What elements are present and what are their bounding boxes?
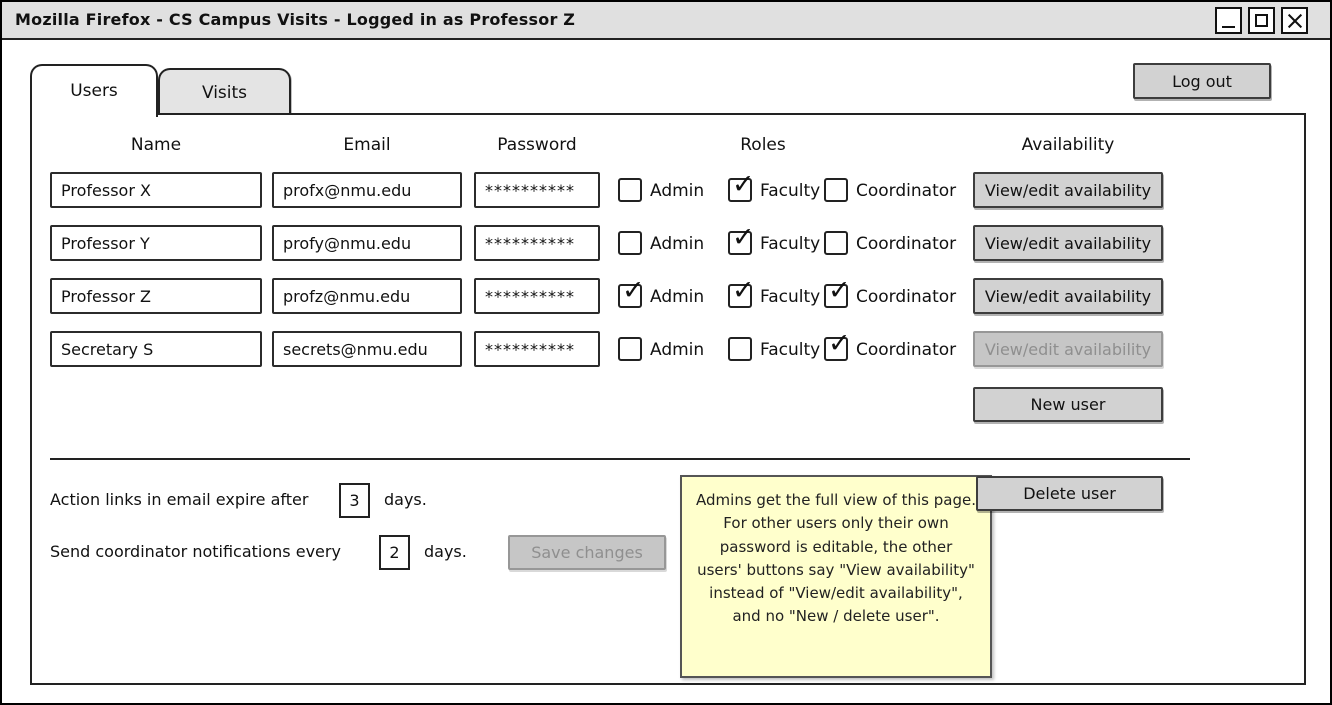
coordinator-checkbox[interactable]: ✓ — [824, 330, 851, 361]
availability-button: View/edit availability — [973, 331, 1163, 367]
column-header-password: Password — [497, 135, 577, 155]
faculty-label: Faculty — [760, 287, 821, 307]
column-header-name: Name — [130, 135, 182, 155]
faculty-checkbox[interactable] — [728, 337, 752, 361]
expire-label: Action links in email expire after — [50, 490, 309, 509]
table-row: Admin ✓ Faculty Coordinator View/edit av… — [2, 224, 1330, 265]
expire-days-suffix: days. — [384, 490, 427, 509]
table-row: Admin Faculty ✓ Coordinator View/edit av… — [2, 330, 1330, 371]
coordinator-checkbox[interactable]: ✓ — [824, 277, 851, 308]
section-divider — [50, 458, 1190, 460]
name-input[interactable] — [50, 331, 262, 367]
notify-days-suffix: days. — [424, 542, 467, 561]
close-button[interactable] — [1281, 7, 1308, 34]
delete-user-button[interactable]: Delete user — [976, 476, 1163, 511]
annotation-note: Admins get the full view of this page. F… — [680, 475, 992, 678]
maximize-icon — [1255, 14, 1268, 27]
email-input[interactable] — [272, 225, 462, 261]
availability-button[interactable]: View/edit availability — [973, 278, 1163, 314]
check-icon: ✓ — [622, 275, 645, 306]
faculty-label: Faculty — [760, 234, 821, 254]
admin-label: Admin — [650, 234, 705, 254]
name-input[interactable] — [50, 172, 262, 208]
table-row: Admin ✓ Faculty Coordinator View/edit av… — [2, 171, 1330, 212]
password-input[interactable] — [474, 278, 600, 314]
email-input[interactable] — [272, 172, 462, 208]
window-title: Mozilla Firefox - CS Campus Visits - Log… — [15, 10, 576, 29]
password-input[interactable] — [474, 172, 600, 208]
check-icon: ✓ — [732, 222, 755, 253]
expire-days-input[interactable] — [339, 483, 370, 518]
faculty-checkbox[interactable]: ✓ — [728, 277, 755, 308]
table-row: ✓ Admin ✓ Faculty ✓ Coordinator View/edi… — [2, 277, 1330, 318]
column-header-roles: Roles — [740, 135, 786, 155]
password-input[interactable] — [474, 331, 600, 367]
faculty-checkbox[interactable]: ✓ — [728, 224, 755, 255]
minimize-button[interactable] — [1215, 7, 1242, 34]
logout-button[interactable]: Log out — [1133, 63, 1271, 99]
faculty-label: Faculty — [760, 181, 821, 201]
availability-button[interactable]: View/edit availability — [973, 172, 1163, 208]
admin-label: Admin — [650, 287, 705, 307]
password-input[interactable] — [474, 225, 600, 261]
admin-label: Admin — [650, 340, 705, 360]
new-user-button[interactable]: New user — [973, 387, 1163, 422]
faculty-label: Faculty — [760, 340, 821, 360]
faculty-checkbox[interactable]: ✓ — [728, 171, 755, 202]
admin-checkbox[interactable] — [618, 337, 642, 361]
column-header-availability: Availability — [1021, 135, 1115, 155]
minimize-icon — [1222, 26, 1235, 28]
tab-visits[interactable]: Visits — [158, 68, 291, 115]
admin-label: Admin — [650, 181, 705, 201]
notify-label: Send coordinator notifications every — [50, 542, 341, 561]
tab-users[interactable]: Users — [30, 64, 158, 117]
name-input[interactable] — [50, 225, 262, 261]
column-header-email: Email — [343, 135, 391, 155]
check-icon: ✓ — [828, 275, 851, 306]
coordinator-checkbox[interactable] — [824, 231, 848, 255]
admin-checkbox[interactable] — [618, 178, 642, 202]
maximize-button[interactable] — [1248, 7, 1275, 34]
coordinator-label: Coordinator — [856, 234, 957, 254]
notify-setting-row: Send coordinator notifications every day… — [2, 535, 1330, 570]
check-icon: ✓ — [732, 169, 755, 200]
email-input[interactable] — [272, 331, 462, 367]
coordinator-checkbox[interactable] — [824, 178, 848, 202]
admin-checkbox[interactable] — [618, 231, 642, 255]
email-input[interactable] — [272, 278, 462, 314]
expire-setting-row: Action links in email expire after days. — [2, 483, 1330, 518]
check-icon: ✓ — [828, 328, 851, 359]
coordinator-label: Coordinator — [856, 287, 957, 307]
save-changes-button: Save changes — [508, 535, 666, 570]
notify-days-input[interactable] — [379, 535, 410, 570]
coordinator-label: Coordinator — [856, 340, 957, 360]
availability-button[interactable]: View/edit availability — [973, 225, 1163, 261]
window-titlebar: Mozilla Firefox - CS Campus Visits - Log… — [2, 2, 1330, 40]
name-input[interactable] — [50, 278, 262, 314]
coordinator-label: Coordinator — [856, 181, 957, 201]
admin-checkbox[interactable]: ✓ — [618, 277, 645, 308]
check-icon: ✓ — [732, 275, 755, 306]
